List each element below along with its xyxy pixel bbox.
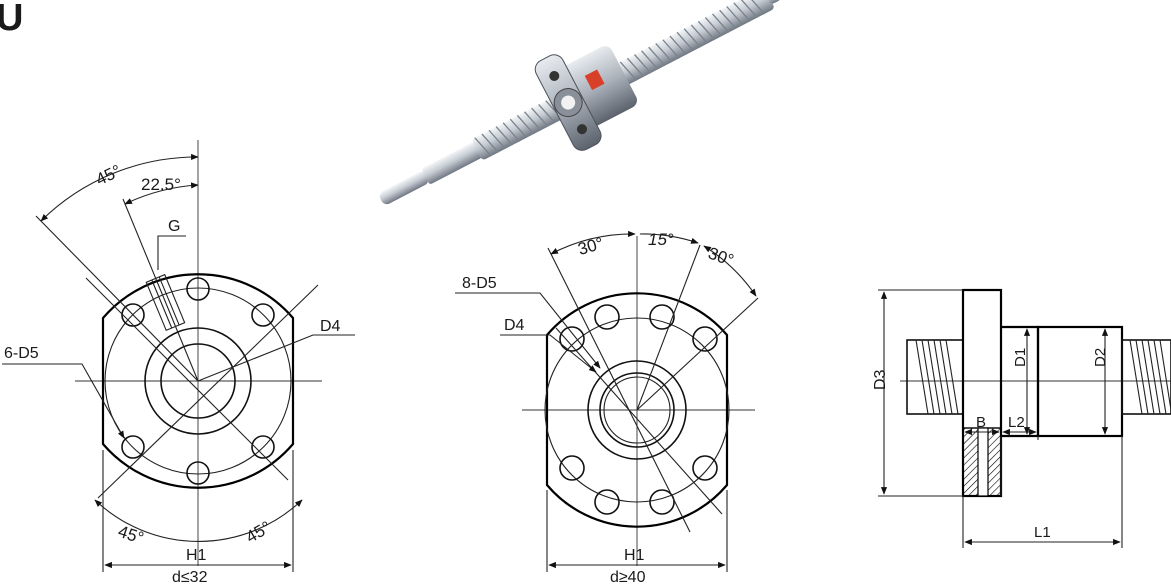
left-label-d4: D4 [320,318,341,335]
side-label-l1: L1 [1034,524,1051,541]
left-label-6-d5: 6-D5 [4,345,39,362]
left-angle-45-top: 45° [93,161,124,189]
left-label-range: d≤32 [172,569,208,586]
middle-front-view: 30° 15° 30° 8-D5 D4 H1 d≥40 [455,230,759,586]
mid-angle-30-right: 30° [706,243,737,270]
mid-label-8-d5: 8-D5 [462,275,497,292]
mid-angle-30-left: 30° [576,234,606,259]
left-angle-45-br: 45° [243,517,275,546]
side-view: D3 D1 D2 B L2 L1 [872,288,1171,548]
side-label-b: B [976,414,986,431]
mid-label-h1: H1 [624,547,645,564]
ball-screw-photo [379,0,781,205]
left-label-h1: H1 [186,547,207,564]
side-label-d2: D2 [1092,348,1109,367]
title-fragment: U [0,0,23,39]
left-label-g: G [168,218,180,235]
mid-label-range: d≥40 [610,569,646,586]
left-front-view: 45° 22.5° G D4 6-D5 45° 45° H1 d≤32 [2,140,355,586]
left-angle-45-bl: 45° [116,522,146,548]
side-label-l2: L2 [1008,414,1025,431]
mid-label-d4: D4 [504,317,525,334]
side-label-d3: D3 [872,369,889,390]
mid-angle-15: 15° [648,230,674,249]
side-label-d1: D1 [1012,348,1029,367]
left-angle-22-5: 22.5° [141,175,181,194]
